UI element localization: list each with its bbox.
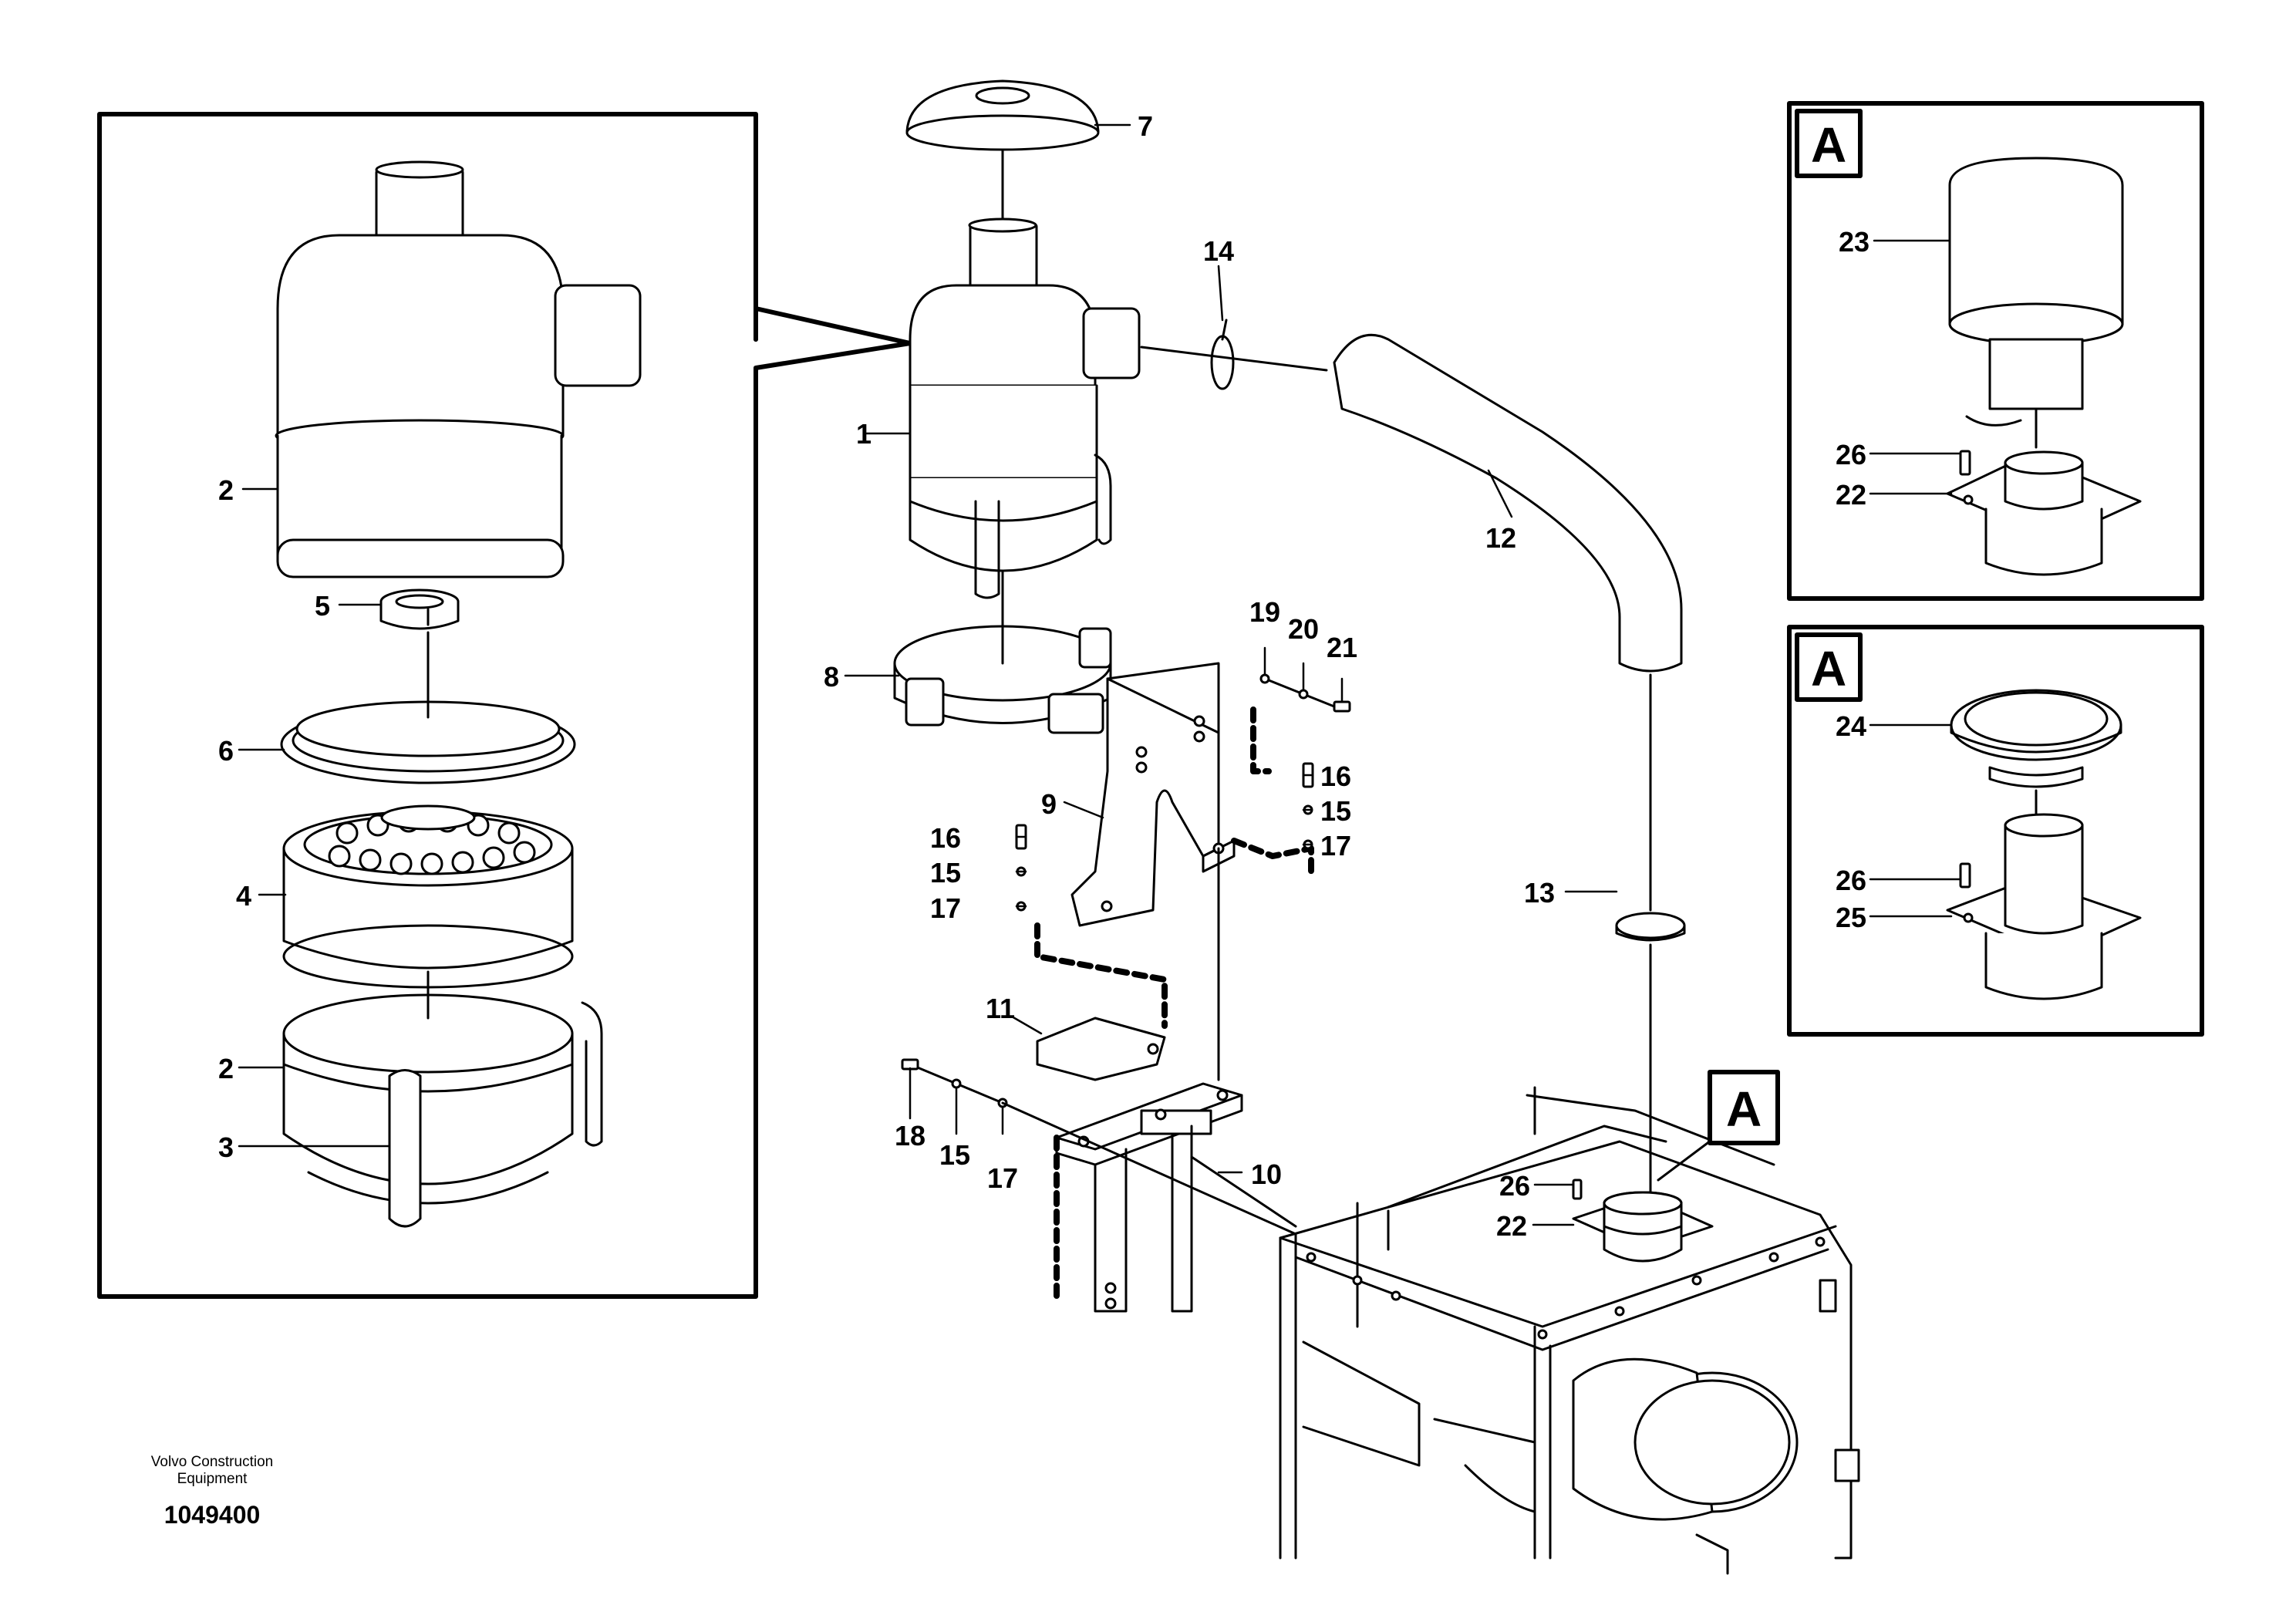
callout-a-box <box>1708 1070 1780 1145</box>
label-part-2-lower: 2 <box>218 1053 234 1084</box>
part-24-cap <box>1950 689 2122 819</box>
label-part-17-left: 17 <box>930 892 961 924</box>
figure-number: 1049400 <box>139 1501 285 1529</box>
part-22-mount-top <box>1946 450 2142 576</box>
label-part-10: 10 <box>1251 1158 1282 1190</box>
part-labels: 1 2 2 3 4 5 6 7 8 9 10 11 12 13 14 15 15… <box>218 110 1870 1242</box>
leader-lines <box>238 123 1962 1226</box>
credit-line-1: Volvo Construction <box>150 1454 274 1470</box>
label-part-13: 13 <box>1524 877 1555 909</box>
publisher-credit: Volvo Construction Equipment <box>123 1454 301 1488</box>
machine-frame <box>1190 1086 1860 1575</box>
figure-number-text: 1049400 <box>164 1501 261 1529</box>
fasteners-left-group <box>1015 824 1027 912</box>
detail-frame-enlarged <box>97 112 912 1299</box>
label-part-22-main: 22 <box>1496 1210 1527 1242</box>
label-part-16-left: 16 <box>930 822 961 854</box>
label-part-1: 1 <box>856 418 872 450</box>
label-part-18: 18 <box>895 1120 925 1152</box>
part-10-bracket <box>1055 1082 1243 1313</box>
part-14-clamp <box>1140 319 1328 390</box>
part-8-band-clamp <box>893 625 1112 734</box>
fasteners-bottom-group <box>901 1058 1297 1236</box>
label-part-15-bottom: 15 <box>939 1139 970 1171</box>
label-part-25: 25 <box>1836 902 1866 933</box>
detail-a-top-label: A <box>1811 117 1846 173</box>
part-11-plate <box>1036 1017 1166 1081</box>
label-part-26-main: 26 <box>1499 1170 1530 1202</box>
part-7-rain-cap <box>905 79 1100 225</box>
part-13-clamp <box>1615 912 1686 1212</box>
part-1-air-cleaner <box>909 218 1141 665</box>
part-9-bracket <box>1070 662 1236 1081</box>
label-part-17-right: 17 <box>1320 830 1351 862</box>
fasteners-top-group <box>1259 673 1351 713</box>
label-part-22-detail: 22 <box>1836 479 1866 511</box>
label-part-12: 12 <box>1485 522 1516 554</box>
part-25-mount <box>1946 813 2142 1000</box>
label-part-17-bottom: 17 <box>987 1162 1018 1194</box>
enlarged-lower-bowl <box>282 993 603 1228</box>
label-part-6: 6 <box>218 735 234 767</box>
enlarged-cleaner-housing <box>275 160 642 578</box>
label-part-15-left: 15 <box>930 857 961 889</box>
detail-a-bottom-frame <box>1787 625 2204 1037</box>
label-part-3: 3 <box>218 1131 234 1163</box>
view-labels: A A A <box>1726 117 1846 1137</box>
label-part-16-right: 16 <box>1320 760 1351 792</box>
label-part-23: 23 <box>1839 226 1870 258</box>
label-part-26-detail-top: 26 <box>1836 439 1866 470</box>
label-part-11: 11 <box>986 993 1015 1024</box>
label-part-5: 5 <box>315 590 330 622</box>
label-part-2-upper: 2 <box>218 474 234 506</box>
label-part-24: 24 <box>1836 710 1866 742</box>
label-part-20: 20 <box>1288 613 1319 645</box>
callout-a-label: A <box>1726 1081 1762 1137</box>
enlarged-part-4-precleaner <box>282 804 574 989</box>
label-part-21: 21 <box>1327 632 1357 663</box>
label-part-9: 9 <box>1041 788 1057 820</box>
label-part-7: 7 <box>1138 110 1153 142</box>
part-12-intake-hose <box>1333 333 1683 912</box>
label-part-19: 19 <box>1249 596 1280 628</box>
label-part-14: 14 <box>1203 235 1234 267</box>
label-part-26-detail-bottom: 26 <box>1836 865 1866 896</box>
dashed-guide-lines <box>1034 706 1314 1299</box>
part-23-cap <box>1948 157 2124 449</box>
fasteners-right-group <box>1302 762 1314 850</box>
credit-line-2: Equipment <box>177 1471 248 1487</box>
label-part-4: 4 <box>236 880 251 912</box>
label-part-8: 8 <box>824 661 839 693</box>
label-part-15-right: 15 <box>1320 795 1351 827</box>
detail-a-bottom-label: A <box>1811 641 1846 696</box>
enlarged-part-5-seal <box>379 588 460 630</box>
detail-a-top-frame <box>1787 101 2204 601</box>
